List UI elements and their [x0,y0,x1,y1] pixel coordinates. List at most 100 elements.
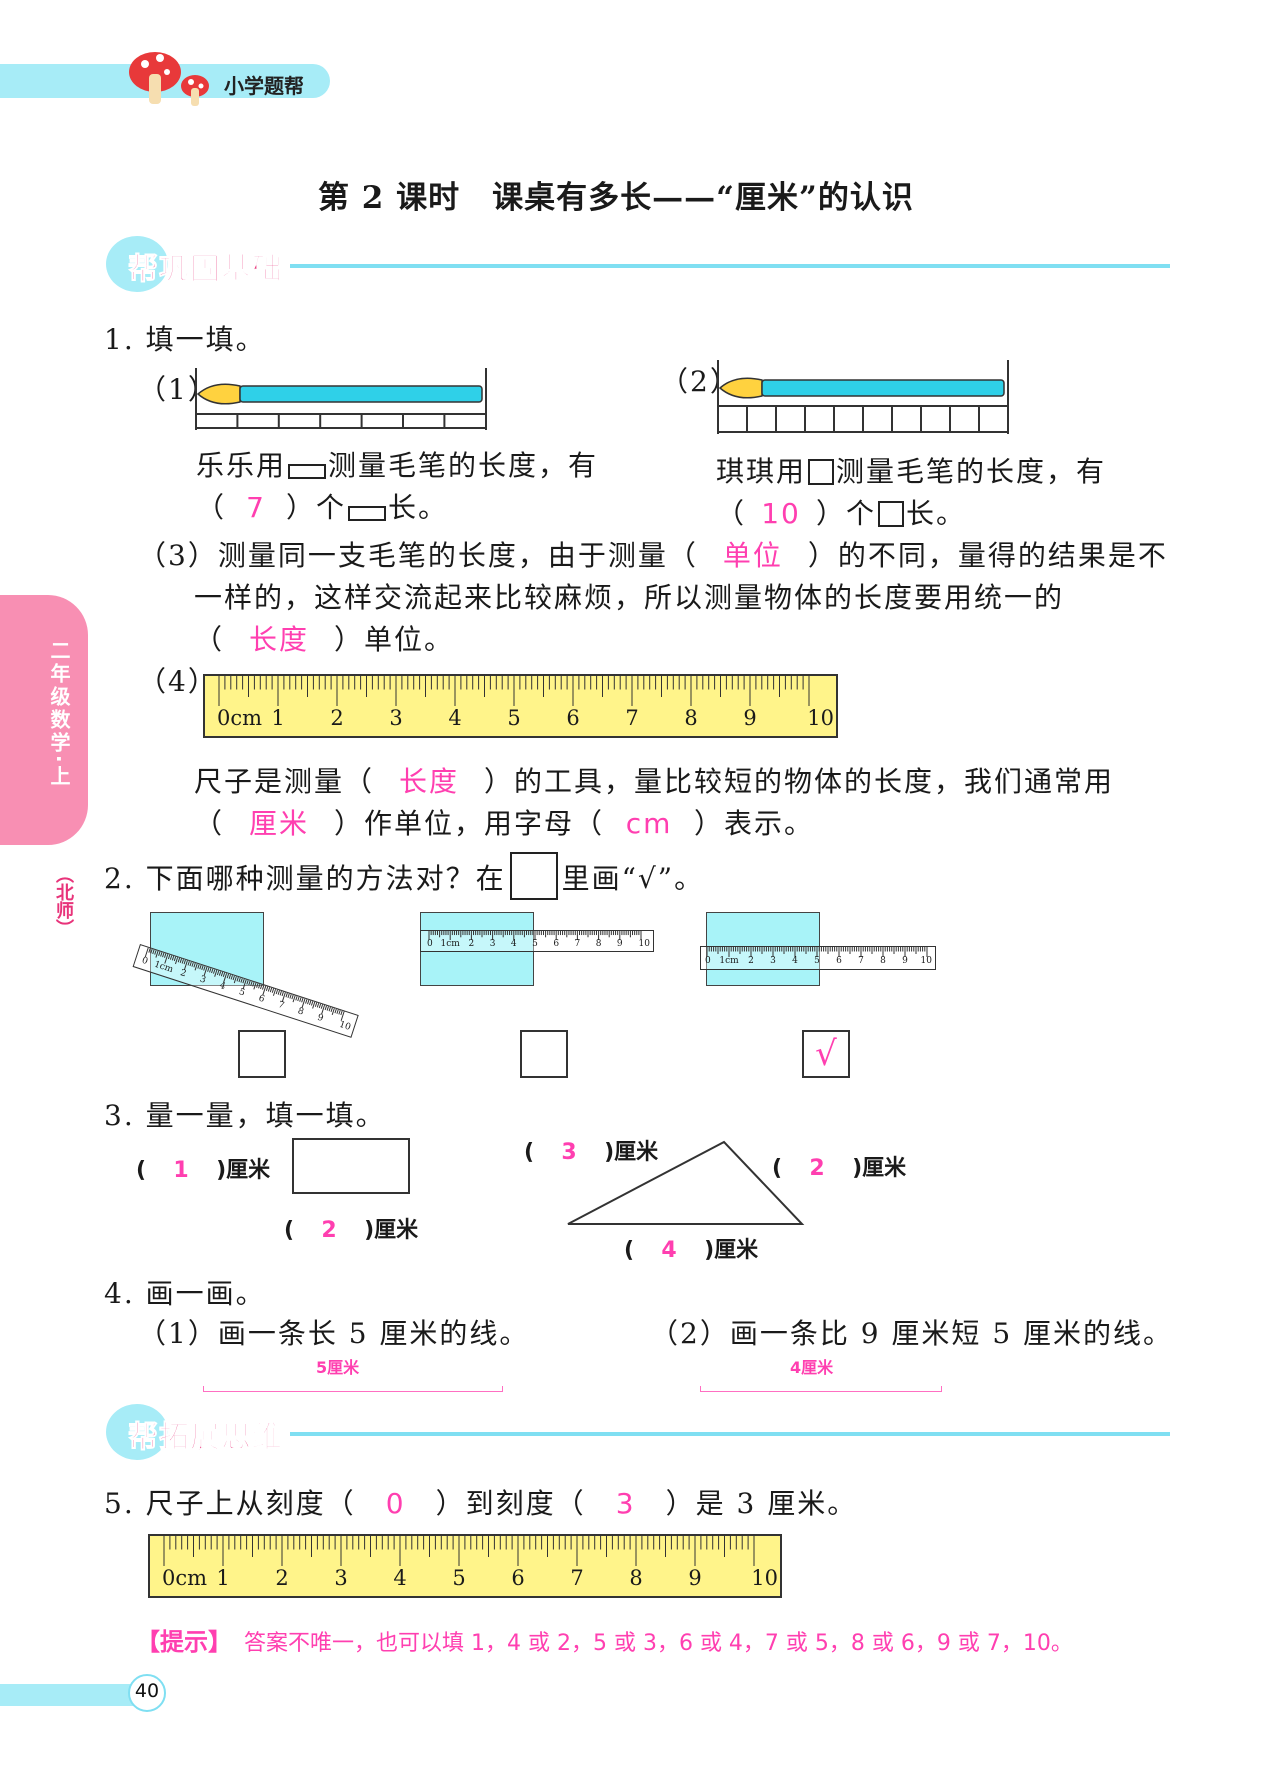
q2-checkbox-b[interactable] [520,1030,568,1078]
ruler-tick [316,1002,320,1008]
brush-1-icon [195,368,487,430]
ruler-tick [169,955,173,960]
q2-check-mark: √ [815,1034,837,1074]
q5-text-c: ）是 3 厘米。 [665,1487,858,1520]
section1-divider [290,264,1170,268]
lesson-title: 第 2 课时 课桌有多长——“厘米”的认识 [318,180,914,216]
ruler-tick [199,964,202,970]
ruler-tick [152,949,155,955]
q3-tri-left-answer: 3 [561,1140,577,1165]
q2-object-a [150,912,264,986]
footer-band [0,1684,148,1706]
ruler-tick [242,979,247,990]
ruler-tick-label: 2 [748,956,754,966]
q4-p2-answer: 4厘米 [790,1358,834,1377]
ruler-tick [181,959,184,964]
ruler-tick-label: 10 [807,706,834,730]
q1-p1-answer: 7 [246,491,266,524]
ruler-tick-label: 6 [257,993,266,1005]
ruler-tick [240,978,243,983]
q1-p4-a: 尺子是测量（ [194,765,375,798]
ruler-q1-ticks [218,676,810,706]
ruler-tick [238,977,241,983]
q2-checkbox-a[interactable] [238,1030,286,1078]
ruler-tick [209,967,212,973]
ruler-tick [191,962,194,967]
ruler-tick [305,999,308,1004]
ruler-tick-label: 2 [275,1566,289,1590]
brush-2-icon [717,360,1009,434]
ruler-tick [308,1000,312,1006]
q1-p1-line1: 乐乐用测量毛笔的长度，有 [196,444,598,484]
ruler-tick [223,973,228,983]
ruler-tick [312,1001,316,1009]
ruler-tick [187,960,190,966]
q3-rect-short-answer: 2 [321,1218,337,1243]
ruler-tick-label: 7 [625,706,639,730]
ruler-tick [248,980,251,986]
ruler-tick [330,1007,333,1013]
ruler-tick-label: 9 [688,1566,702,1590]
ruler-tick [261,985,265,990]
q1-p1-close: ）个 [286,491,347,524]
section1-title: 帮巩固基础 [128,252,283,288]
ruler-tick [310,1001,314,1006]
q5-text-a: 5. 尺子上从刻度（ [104,1487,356,1520]
q1-p3-a: （3）测量同一支毛笔的长度，由于测量（ [138,539,698,572]
q2-line: 2. 下面哪种测量的方法对？在里画“√”。 [104,852,704,900]
q1-p4-line2: （厘米）作单位，用字母（cm）表示。 [194,802,814,842]
ruler-tick [267,987,271,992]
q2-checkbox-c[interactable]: √ [802,1030,850,1078]
q3-open-5: ( [624,1238,635,1263]
ruler-tick-label: 0 [705,956,711,966]
ruler-tick-label: 6 [566,706,580,730]
ruler-tick-label: 0cm [162,1566,208,1590]
ruler-tick [197,964,200,969]
ruler-tick-label: 3 [489,939,496,949]
section2-title: 帮拓展思维 [128,1420,283,1456]
q1-p3-b: ）的不同，量得的结果是不 [807,539,1168,572]
q1-p1-open: （ [196,491,227,524]
ruler-tick [148,948,151,953]
ruler-tick [183,959,186,965]
ruler-tick-label: 1cm [440,939,460,949]
ruler-tick [193,962,196,968]
ruler-tick [211,968,214,974]
q5-hint-label: 【提示】 [136,1628,232,1656]
ruler-tick [314,1002,318,1007]
ruler-tick [253,982,257,990]
ruler-tick [331,1008,335,1016]
ruler-tick [301,997,304,1003]
ruler-tick-label: 0cm [217,706,263,730]
ruler-tick [338,1009,341,1015]
square-unit-icon-2 [878,501,905,527]
q1-p4-line1: 尺子是测量（长度）的工具，量比较短的物体的长度，我们通常用 [194,760,1114,800]
ruler-tick [281,991,284,997]
q4-p1-answer: 5厘米 [316,1358,360,1377]
ruler-tick [160,952,163,957]
ruler-tick [301,998,306,1009]
ruler-tick [271,988,275,993]
ruler-tick [174,957,179,965]
side-tab-text: 二年级数学·上 [47,640,71,789]
q1-p1-text-b: 测量毛笔的长度，有 [328,449,599,482]
q3-label: 3. 量一量，填一填。 [104,1099,386,1132]
ruler-tick [318,1003,322,1009]
q1-p3-d: （ [194,623,225,656]
ruler-tick-label: 0 [427,939,433,949]
ruler-tick-label: 5 [507,706,521,730]
ruler-tick-label: 10 [920,956,932,966]
ruler-tick [189,961,192,967]
ruler-tick [220,971,224,977]
ruler-tick-label: 10 [337,1019,352,1033]
ruler-tick [183,960,188,971]
q1-p2-line2: （10）个长。 [716,492,966,532]
q5-answer-2: 3 [615,1487,636,1520]
q4-p2-text: （2）画一条比 9 厘米短 5 厘米的线。 [650,1317,1174,1350]
